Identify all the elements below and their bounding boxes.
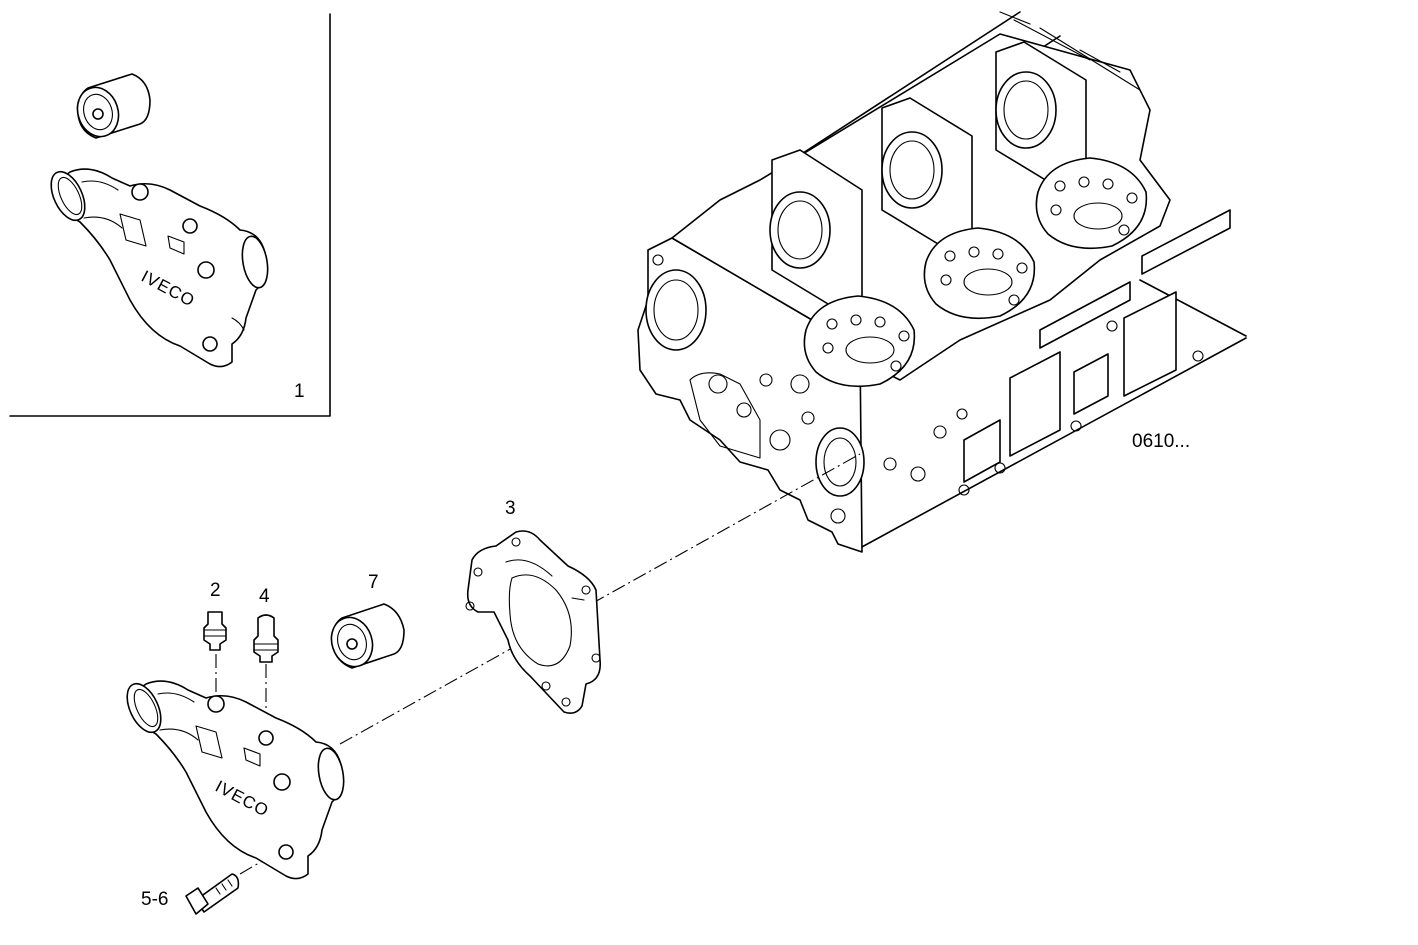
- engine-block-drawing: [637, 11, 1247, 553]
- drawing-code: 0610...: [1132, 431, 1190, 452]
- housing-drawing: IVECO: [126, 680, 345, 880]
- callout-2: 2: [210, 580, 221, 601]
- thermostat-drawing: 7: [330, 572, 405, 669]
- callout-4: 4: [259, 586, 270, 607]
- screw-drawing: 5-6: [141, 873, 240, 915]
- gasket-drawing: 3: [465, 498, 602, 714]
- inset-housing-drawing: IVECO: [50, 168, 269, 368]
- assembly-inset: IVECO 1: [9, 13, 331, 417]
- inset-frame: [9, 13, 331, 417]
- fitting-2-drawing: 2: [203, 580, 227, 651]
- callout-1: 1: [294, 381, 305, 402]
- fitting-4-drawing: 4: [253, 586, 279, 663]
- callout-7: 7: [368, 572, 379, 593]
- callout-5-6: 5-6: [141, 889, 168, 910]
- inset-thermostat-drawing: [76, 73, 151, 139]
- callout-3: 3: [505, 498, 516, 519]
